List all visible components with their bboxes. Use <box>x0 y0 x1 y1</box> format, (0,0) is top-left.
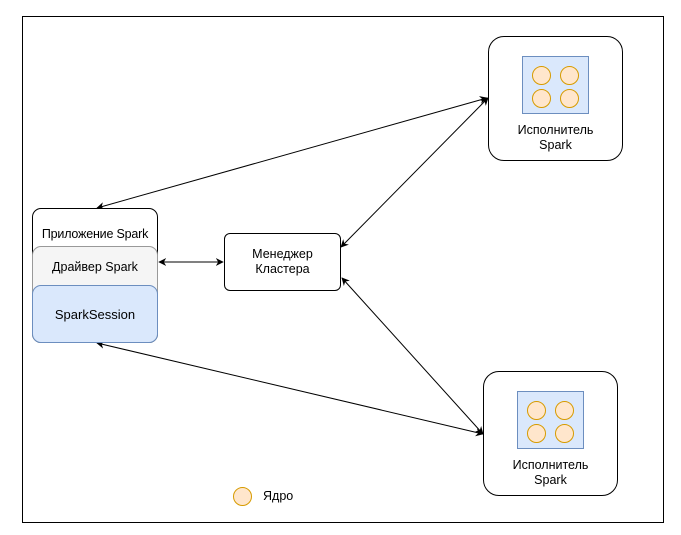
spark-executor-label: Исполнитель Spark <box>512 458 589 487</box>
edge-session-executor-bottom <box>96 340 484 437</box>
executor-core-grid <box>522 56 589 114</box>
core-icon <box>560 66 579 85</box>
spark-session-box: SparkSession <box>32 285 158 343</box>
executor-core-grid <box>517 391 584 449</box>
spark-executor-top: Исполнитель Spark <box>488 36 623 161</box>
core-icon <box>560 89 579 108</box>
core-icon <box>532 89 551 108</box>
edge-app-executor-top <box>96 96 488 210</box>
edge-manager-executor-bottom <box>341 277 484 435</box>
spark-executor-label: Исполнитель Spark <box>517 123 594 152</box>
diagram-frame <box>22 16 664 523</box>
spark-driver-label: Драйвер Spark <box>52 260 138 274</box>
core-icon <box>527 424 546 443</box>
core-icon <box>532 66 551 85</box>
cluster-manager-label: Менеджер Кластера <box>252 247 313 276</box>
core-icon <box>527 401 546 420</box>
cluster-manager-box: Менеджер Кластера <box>224 233 341 291</box>
spark-application-label: Приложение Spark <box>41 227 149 241</box>
spark-session-label: SparkSession <box>54 306 136 322</box>
core-icon <box>555 424 574 443</box>
spark-executor-bottom: Исполнитель Spark <box>483 371 618 496</box>
legend-core-icon <box>233 487 252 506</box>
core-icon <box>555 401 574 420</box>
legend-core-label: Ядро <box>263 489 294 503</box>
edge-manager-executor-top <box>340 97 489 248</box>
